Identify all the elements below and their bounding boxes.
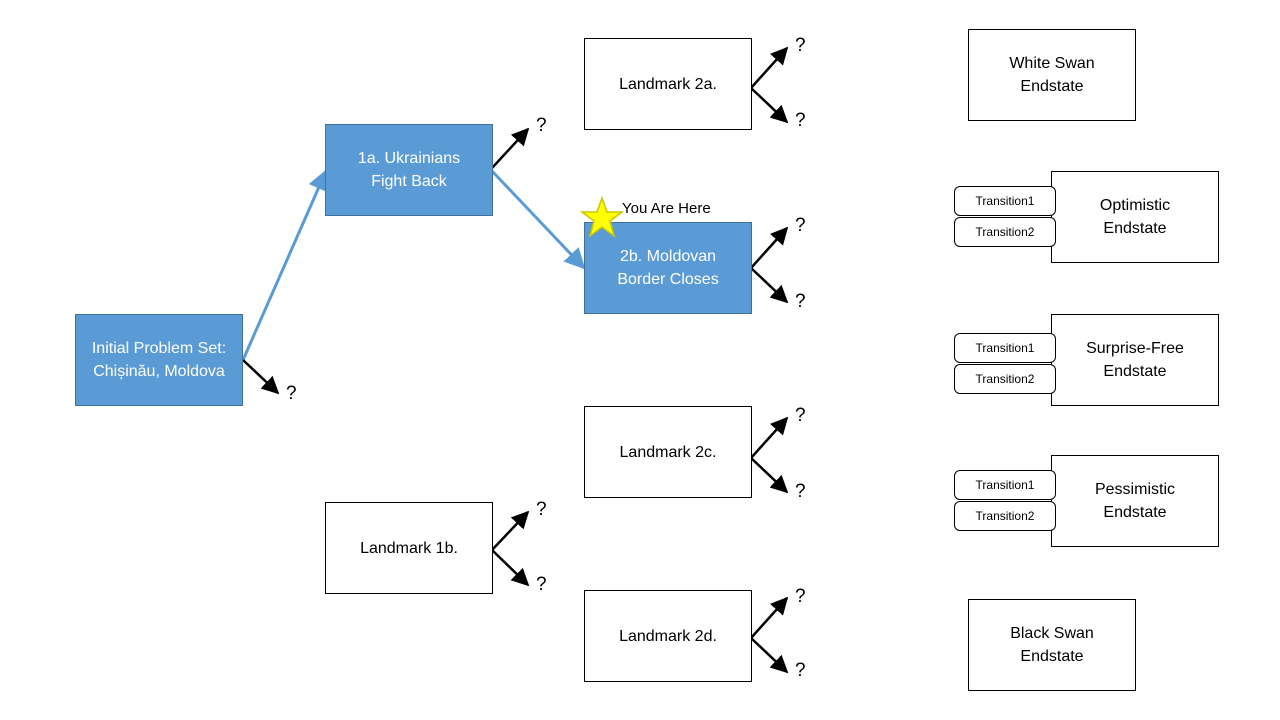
unknown-2a-up: ? [795, 35, 806, 56]
unknown-2c-up: ? [795, 405, 806, 426]
branch-arrow-2b-down [750, 267, 789, 304]
branch-arrow-1a-up [491, 127, 530, 169]
unknown-1b-up: ? [536, 499, 547, 520]
branch-arrow-1b-up [491, 510, 530, 551]
unknown-1b-down: ? [536, 574, 547, 595]
node-landmark-2d: Landmark 2d. [584, 590, 752, 682]
transition1-pessimistic: Transition1 [954, 470, 1056, 500]
unknown-2b-down: ? [795, 291, 806, 312]
you-are-here-label: You Are Here [622, 200, 711, 217]
endstate-white-swan: White Swan Endstate [968, 29, 1136, 121]
path-arrow-1a-to-2b [490, 169, 586, 270]
transition2-pessimistic: Transition2 [954, 501, 1056, 531]
transition1-surprise-free: Transition1 [954, 333, 1056, 363]
unknown-1a-up: ? [536, 115, 547, 136]
endstate-pessimistic: Pessimistic Endstate [1051, 455, 1219, 547]
branch-arrow-initial [242, 359, 280, 395]
branch-arrow-1b-down [491, 549, 530, 587]
branch-arrow-2c-up [750, 416, 789, 459]
endstate-surprise-free: Surprise-Free Endstate [1051, 314, 1219, 406]
unknown-2a-down: ? [795, 110, 806, 131]
branch-arrow-2a-down [750, 87, 789, 124]
node-landmark-2c: Landmark 2c. [584, 406, 752, 498]
unknown-2c-down: ? [795, 481, 806, 502]
node-initial-problem-set: Initial Problem Set: Chișinău, Moldova [75, 314, 243, 406]
unknown-2d-down: ? [795, 660, 806, 681]
node-landmark-2b: 2b. Moldovan Border Closes [584, 222, 752, 314]
unknown-initial: ? [286, 383, 297, 404]
unknown-2b-up: ? [795, 215, 806, 236]
branch-arrow-2a-up [750, 46, 789, 89]
branch-arrow-2b-up [750, 226, 789, 269]
transition2-surprise-free: Transition2 [954, 364, 1056, 394]
node-landmark-1a: 1a. Ukrainians Fight Back [325, 124, 493, 216]
unknown-2d-up: ? [795, 586, 806, 607]
branch-arrow-2d-up [750, 596, 789, 639]
branch-arrow-2d-down [750, 637, 789, 674]
path-arrow-initial-to-1a [241, 169, 329, 361]
endstate-black-swan: Black Swan Endstate [968, 599, 1136, 691]
transition1-optimistic: Transition1 [954, 186, 1056, 216]
transition2-optimistic: Transition2 [954, 217, 1056, 247]
node-landmark-1b: Landmark 1b. [325, 502, 493, 594]
node-landmark-2a: Landmark 2a. [584, 38, 752, 130]
branch-arrow-2c-down [750, 457, 789, 494]
endstate-optimistic: Optimistic Endstate [1051, 171, 1219, 263]
star-icon [580, 196, 624, 238]
